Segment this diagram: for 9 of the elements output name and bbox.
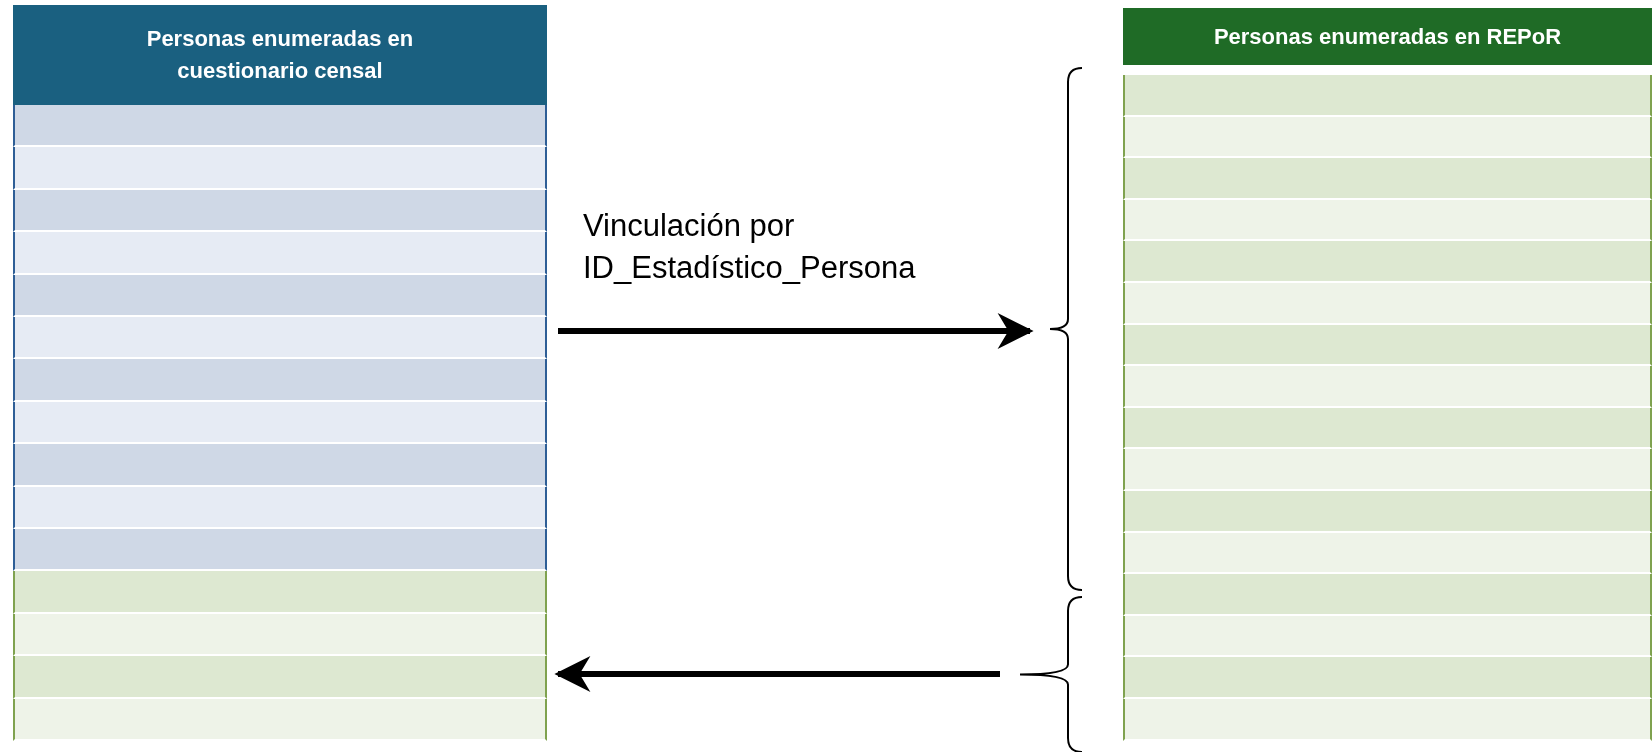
register-table [1123, 8, 1652, 741]
curly-brace [1019, 596, 1083, 752]
arrow [558, 313, 1034, 349]
census-table [13, 5, 547, 741]
curly-brace [1049, 67, 1083, 591]
edge-label: Vinculación por ID_Estadístico_Persona [583, 207, 917, 287]
table-header: Personas enumeradas en cuestionario censal [13, 5, 547, 105]
table-header: Personas enumeradas en REPoR [1123, 8, 1652, 65]
arrow [554, 656, 1000, 692]
